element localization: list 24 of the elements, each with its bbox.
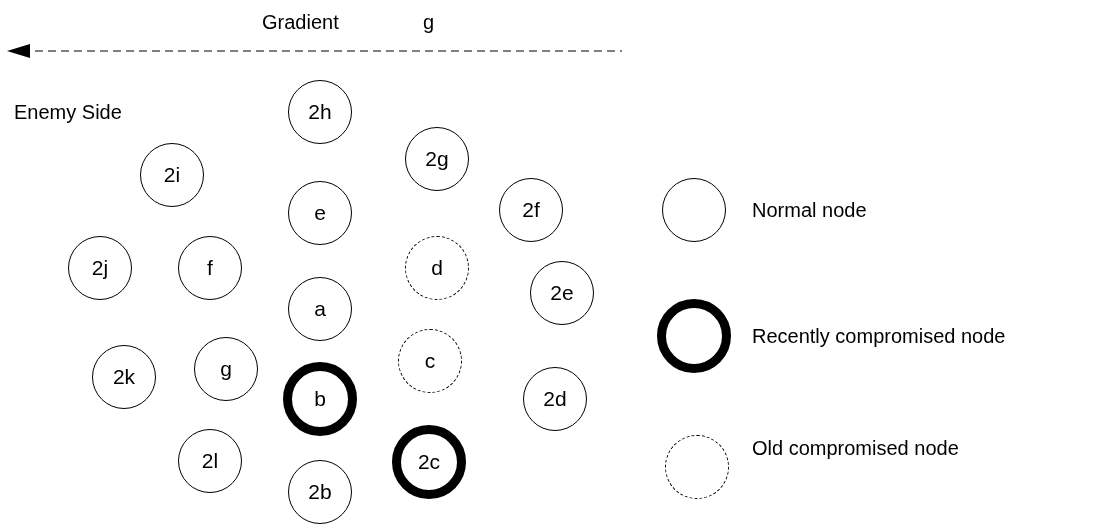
circle-node: 2j xyxy=(68,236,132,300)
circle-node: 2i xyxy=(140,143,204,207)
circle-node: f xyxy=(178,236,242,300)
circle-node: 2e xyxy=(530,261,594,325)
circle-node: g xyxy=(194,337,258,401)
circle-node: 2f xyxy=(499,178,563,242)
dashed-circle-node: c xyxy=(398,329,462,393)
axis-label: Gradient xyxy=(262,10,339,34)
circle-node: 2g xyxy=(405,127,469,191)
thick-circle-node: b xyxy=(283,362,357,436)
thick-circle-node: 2c xyxy=(392,425,466,499)
circle-node: 2b xyxy=(288,460,352,524)
circle-node: e xyxy=(288,181,352,245)
legend-label: Old compromised node xyxy=(752,436,959,460)
circle-node: 2l xyxy=(178,429,242,493)
legend-label: Recently compromised node xyxy=(752,324,1006,348)
circle-node: 2d xyxy=(523,367,587,431)
side-label: Enemy Side xyxy=(14,100,122,124)
variable-label: g xyxy=(423,10,435,34)
legend-label: Normal node xyxy=(752,198,867,222)
dashed-circle-node: d xyxy=(405,236,469,300)
circle-node: 2k xyxy=(92,345,156,409)
circle-node: 2h xyxy=(288,80,352,144)
circle-node: a xyxy=(288,277,352,341)
